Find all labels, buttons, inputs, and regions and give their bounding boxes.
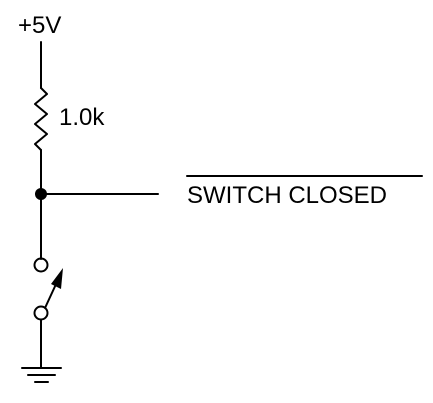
switch-blade [44, 281, 58, 309]
switch-arrow-icon [51, 268, 63, 289]
output-signal-label: SWITCH CLOSED [187, 182, 387, 209]
resistor-symbol [34, 87, 48, 151]
switch-upper-terminal [33, 257, 49, 273]
resistor-value-label: 1.0k [59, 104, 105, 131]
supply-voltage-label: +5V [18, 12, 61, 39]
